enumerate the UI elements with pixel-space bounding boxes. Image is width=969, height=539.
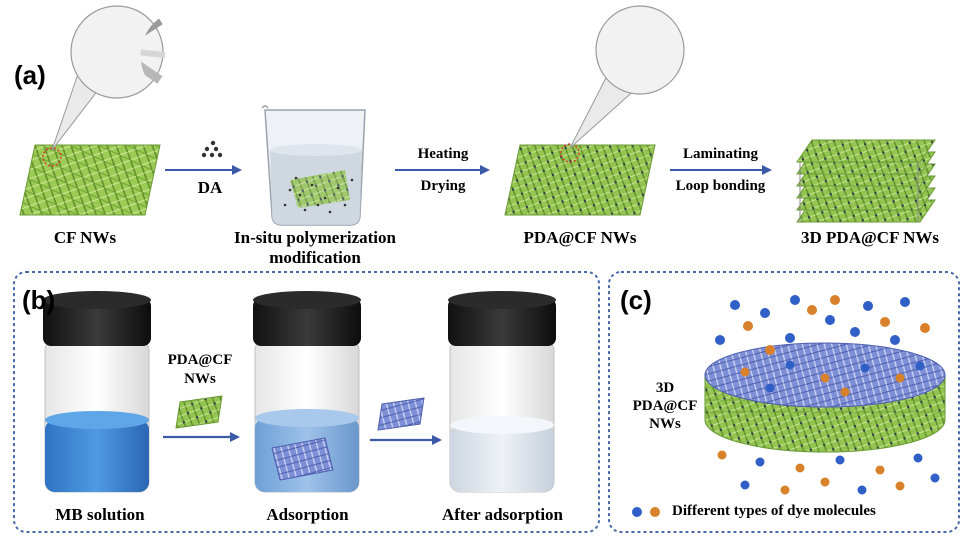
laminating-label: Laminating — [682, 146, 758, 162]
pda-cfnws-label: PDA@CF NWs — [523, 228, 637, 247]
adsorption-label: Adsorption — [266, 505, 349, 524]
pda3d-c-label-3: NWs — [649, 416, 681, 432]
insitu-label-2: modification — [269, 248, 361, 267]
mb-solution-label: MB solution — [55, 505, 145, 524]
pda-sheet-label-2: NWs — [184, 371, 216, 387]
jar-after-adsorption — [448, 291, 556, 493]
panel-b-label: (b) — [22, 285, 56, 315]
pda-sheet-label-1: PDA@CF — [167, 352, 233, 368]
cfnws-zoom-bubble — [51, 5, 165, 151]
loop-bonding-label: Loop bonding — [675, 178, 766, 194]
pda3d-c-label-2: PDA@CF — [632, 398, 698, 414]
pda3d-label: 3D PDA@CF NWs — [801, 228, 939, 247]
pda3d-c-label-1: 3D — [655, 380, 675, 396]
cfnws-mat — [19, 144, 161, 216]
pda-cfnws-mat — [504, 143, 656, 216]
legend-dots — [632, 507, 660, 517]
pda-cfnws-sheet-icon — [175, 395, 223, 429]
jar-adsorption — [253, 291, 361, 493]
panel-a-label: (a) — [14, 60, 46, 90]
cfnws-label: CF NWs — [53, 228, 117, 247]
pda3d-disk — [704, 342, 946, 453]
panel-c-label: (c) — [620, 285, 652, 315]
panel-b-border — [13, 271, 600, 533]
da-molecules-icon — [201, 140, 223, 158]
used-sheet-icon — [377, 397, 425, 431]
panel-c-border — [608, 271, 960, 533]
dye-molecules — [715, 295, 940, 495]
after-adsorption-label: After adsorption — [441, 505, 564, 524]
heating-label: Heating — [417, 146, 469, 162]
insitu-label-1: In-situ polymerization — [234, 228, 396, 247]
drying-label: Drying — [420, 178, 466, 194]
jar-mb-solution — [43, 291, 151, 493]
pda3d-stack — [796, 139, 936, 223]
da-label: DA — [197, 178, 223, 197]
beaker — [261, 105, 366, 226]
pda-zoom-bubble — [569, 4, 686, 149]
legend-label: Different types of dye molecules — [672, 503, 876, 519]
